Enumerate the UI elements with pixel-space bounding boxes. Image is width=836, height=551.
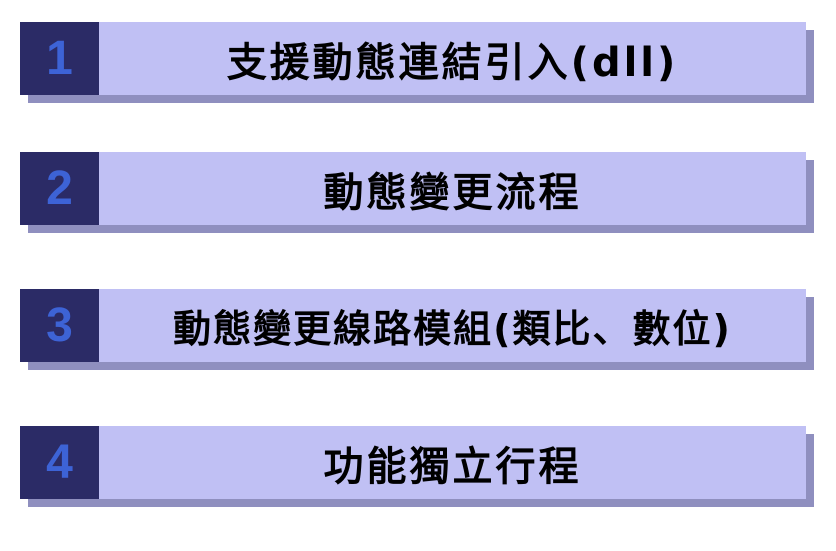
- item-number: 2: [46, 161, 73, 215]
- list-item-4: 4 功能獨立行程: [20, 426, 814, 507]
- number-badge: 2: [20, 152, 99, 225]
- list-item-3: 3 動態變更線路模組(類比、數位): [20, 289, 814, 370]
- item-number: 1: [46, 31, 73, 85]
- list-item-1: 1 支援動態連結引入(dll): [20, 22, 814, 103]
- number-badge: 1: [20, 22, 99, 95]
- item-number: 4: [46, 435, 73, 489]
- label-box: 動態變更流程: [99, 152, 806, 225]
- number-badge: 3: [20, 289, 99, 362]
- label-box: 功能獨立行程: [99, 426, 806, 499]
- label-box: 支援動態連結引入(dll): [99, 22, 806, 95]
- list-item-2: 2 動態變更流程: [20, 152, 814, 233]
- item-label: 動態變更線路模組(類比、數位): [173, 307, 732, 351]
- label-box: 動態變更線路模組(類比、數位): [99, 289, 806, 362]
- item-label: 動態變更流程: [323, 169, 582, 216]
- item-number: 3: [46, 298, 73, 352]
- item-label: 功能獨立行程: [323, 443, 582, 490]
- item-label: 支援動態連結引入(dll): [226, 39, 679, 86]
- number-badge: 4: [20, 426, 99, 499]
